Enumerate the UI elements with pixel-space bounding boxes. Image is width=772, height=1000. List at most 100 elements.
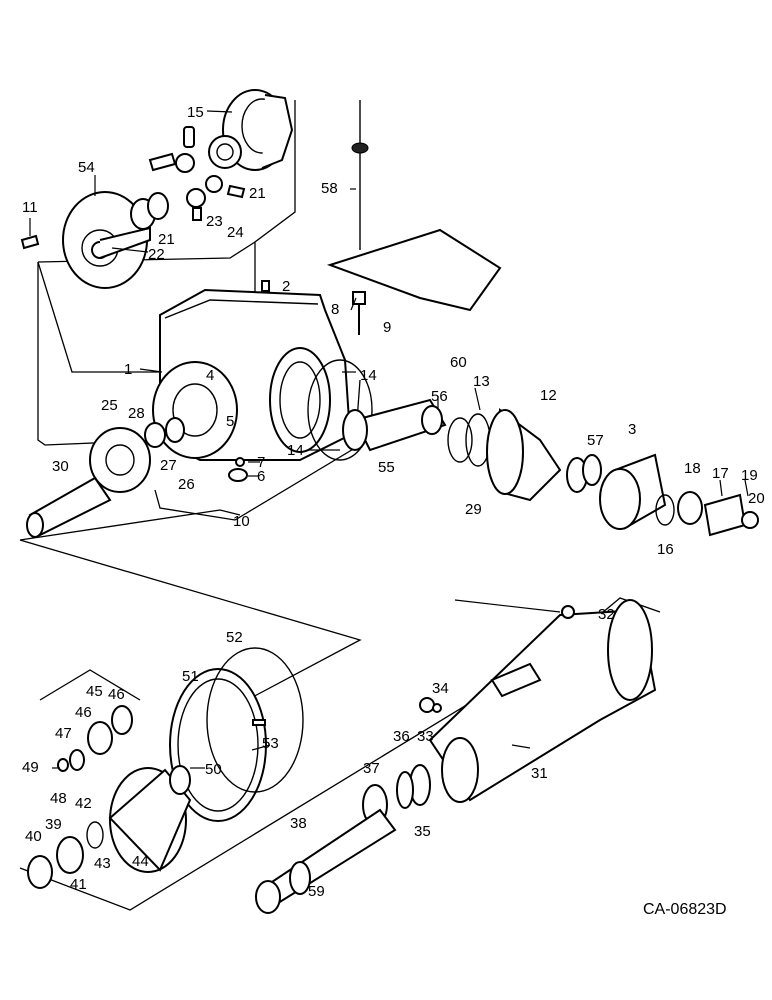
callout: 28 — [128, 405, 145, 422]
thrust-washer — [186, 188, 206, 208]
callout: 20 — [748, 490, 765, 507]
callout: 4 — [206, 367, 214, 384]
carrier-gear-50 — [169, 765, 191, 795]
callout: 41 — [70, 876, 87, 893]
shim — [447, 417, 473, 463]
bearing-cone — [421, 405, 443, 435]
callout: 24 — [227, 224, 244, 241]
callout: 7 — [257, 454, 265, 471]
callout: 47 — [55, 725, 72, 742]
fitting-33 — [419, 697, 435, 713]
ring-gear-51 — [169, 668, 267, 822]
callout: 51 — [182, 668, 199, 685]
bearing-39 — [56, 836, 84, 874]
callout: 46 — [75, 704, 92, 721]
breather — [261, 280, 270, 292]
cross-shaft — [183, 126, 195, 148]
callout: 8 — [331, 301, 339, 318]
callout: 54 — [78, 159, 95, 176]
callout: 21 — [249, 185, 266, 202]
callout: 29 — [465, 501, 482, 518]
planet-gear-45 — [87, 721, 113, 755]
transmission-housing — [152, 280, 373, 482]
housing-flange — [152, 361, 238, 459]
seal-18 — [677, 491, 703, 525]
callout: 50 — [205, 761, 222, 778]
callout: 42 — [75, 795, 92, 812]
fitting-32 — [561, 605, 575, 619]
callout: 27 — [160, 457, 177, 474]
spacer-38 — [289, 861, 311, 895]
lower-assembly — [27, 599, 657, 914]
callout: 45 — [86, 683, 103, 700]
callout: 49 — [22, 759, 39, 776]
callout: 22 — [148, 246, 165, 263]
planet-gear-46 — [111, 705, 133, 735]
drain-plug — [228, 468, 248, 482]
bearing-28 — [144, 422, 166, 448]
callout: 36 — [393, 728, 410, 745]
axle-housing — [428, 608, 657, 802]
callout: 60 — [450, 354, 467, 371]
callout: 35 — [414, 823, 431, 840]
callout: 30 — [52, 458, 69, 475]
callout: 1 — [124, 361, 132, 378]
pin-49 — [57, 758, 69, 772]
callout-labels: 1 2 3 4 5 6 7 8 9 10 11 12 13 14 14 15 1… — [22, 104, 765, 900]
seal-40 — [27, 855, 53, 889]
leader-lines — [29, 110, 749, 769]
cover-plate — [326, 228, 502, 312]
callout: 9 — [383, 319, 391, 336]
callout: 38 — [290, 815, 307, 832]
callout: 23 — [206, 213, 223, 230]
callout: 13 — [473, 373, 490, 390]
callout: 11 — [22, 199, 38, 216]
callout: 26 — [178, 476, 195, 493]
right-shaft-group — [342, 398, 759, 537]
callout: 3 — [628, 421, 636, 438]
housing-pad — [490, 662, 542, 698]
callout: 31 — [531, 765, 548, 782]
callout: 37 — [363, 760, 380, 777]
callout: 53 — [262, 735, 279, 752]
drawing-code: CA-06823D — [643, 901, 727, 918]
axle-shaft — [258, 808, 397, 907]
callout: 12 — [540, 387, 557, 404]
callout: 52 — [226, 629, 243, 646]
callout: 21 — [158, 231, 175, 248]
callout: 18 — [684, 460, 701, 477]
pinion-gear-2 — [205, 175, 223, 193]
callout: 14 — [287, 442, 304, 459]
callout: 44 — [132, 853, 149, 870]
callout: 59 — [308, 883, 325, 900]
yoke — [703, 493, 747, 537]
callout: 5 — [226, 413, 234, 430]
ring-42 — [86, 821, 104, 849]
callout: 33 — [417, 728, 434, 745]
pinion-pin — [148, 152, 177, 172]
callout: 10 — [233, 513, 250, 530]
callout: 14 — [360, 367, 377, 384]
callout: 56 — [431, 388, 448, 405]
callout: 17 — [712, 465, 729, 482]
axle-flange — [607, 599, 653, 701]
bearing-cone-2 — [582, 454, 602, 486]
callout: 15 — [187, 104, 204, 121]
washer-47 — [69, 749, 85, 771]
side-gear — [208, 135, 242, 169]
callout: 57 — [587, 432, 604, 449]
gear-27 — [165, 417, 185, 443]
fitting-34 — [432, 703, 442, 713]
callout: 34 — [432, 680, 449, 697]
gasket — [307, 359, 373, 461]
washer-20 — [741, 511, 759, 529]
callout: 43 — [94, 855, 111, 872]
coupler-25 — [89, 427, 151, 493]
differential-parts — [20, 89, 294, 289]
dowel-53 — [252, 719, 266, 726]
callout: 40 — [25, 828, 42, 845]
callout: 25 — [101, 397, 118, 414]
callout: 58 — [321, 180, 338, 197]
callout: 55 — [378, 459, 395, 476]
bolt — [20, 234, 40, 250]
